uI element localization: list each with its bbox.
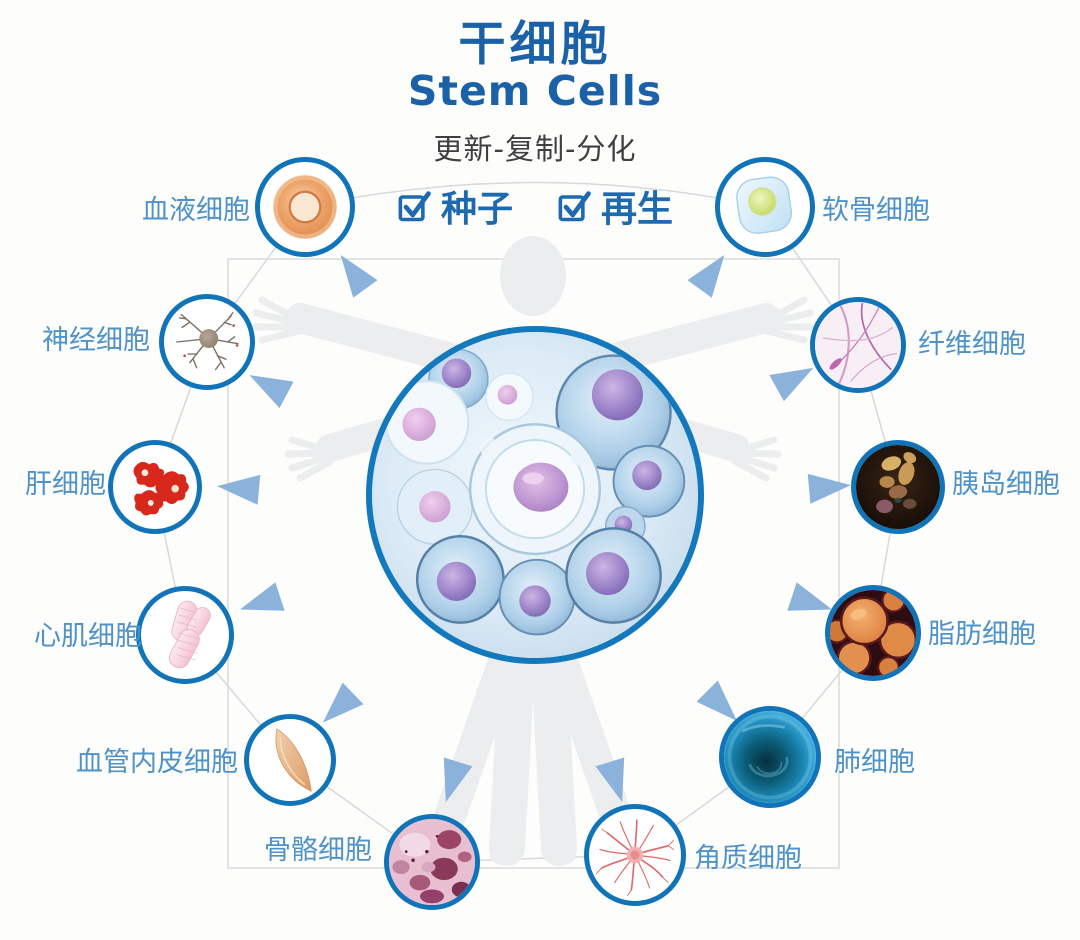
- fiber-cell-image: [810, 297, 906, 393]
- label-blood-cell: 血液细胞: [142, 195, 250, 226]
- arrow-to-nerve: [249, 375, 294, 409]
- islet-cell-image: [851, 440, 945, 534]
- arrow-to-liver: [217, 474, 261, 505]
- cartilage-cell-image: [715, 157, 815, 257]
- cardiac-cell-image: [136, 586, 234, 684]
- arrow-to-blood: [340, 255, 378, 298]
- arrow-to-cartilage: [687, 255, 725, 298]
- label-fiber-cell: 纤维细胞: [918, 329, 1026, 360]
- stem-cell-center-image: [366, 326, 704, 664]
- label-cardiac-cell: 心肌细胞: [34, 621, 142, 652]
- page-title-en: Stem Cells: [407, 67, 663, 116]
- bone-cell-image: [384, 814, 480, 910]
- liver-cell-image: [108, 440, 202, 534]
- arrow-layer: [217, 255, 851, 803]
- label-lung-cell: 肺细胞: [834, 747, 915, 778]
- checkbox-checked-icon: [558, 191, 591, 222]
- subtitle: 更新-复制-分化: [433, 132, 637, 167]
- label-endothelial-cell: 血管内皮细胞: [76, 747, 238, 778]
- checkbox-checked-icon: [398, 191, 431, 222]
- keratin-cell-image: [584, 804, 686, 906]
- feature-regeneration: 再生: [557, 180, 673, 232]
- arrow-to-islet: [807, 473, 851, 504]
- stem-cells-microscopy: [372, 332, 698, 658]
- arrow-to-cardiac: [240, 582, 285, 611]
- arrow-to-bone: [443, 757, 473, 803]
- header: 干细胞 Stem Cells 更新-复制-分化: [408, 20, 662, 168]
- arrow-to-endothelial: [322, 682, 364, 723]
- label-liver-cell: 肝细胞: [25, 469, 106, 500]
- feature-label-seed: 种子: [440, 189, 513, 230]
- arrow-to-keratin: [595, 757, 625, 803]
- arrow-to-lung: [696, 680, 737, 721]
- nerve-cell-image: [159, 294, 255, 390]
- lung-cell-image: [719, 706, 821, 808]
- label-cartilage-cell: 软骨细胞: [822, 195, 930, 226]
- page-title-zh: 干细胞: [458, 17, 612, 72]
- feature-seed: 种子: [397, 180, 513, 232]
- label-islet-cell: 胰岛细胞: [952, 469, 1060, 500]
- fat-cell-image: [825, 585, 921, 681]
- label-nerve-cell: 神经细胞: [42, 325, 150, 356]
- feature-label-regeneration: 再生: [601, 189, 674, 230]
- label-keratin-cell: 角质细胞: [694, 843, 802, 874]
- arrow-to-fat: [787, 582, 832, 611]
- feature-list: 种子 再生: [397, 180, 673, 232]
- blood-cell-image: [255, 157, 355, 257]
- endothelial-cell-image: [244, 714, 336, 806]
- arrow-to-fiber: [769, 367, 814, 402]
- label-bone-cell: 骨骼细胞: [264, 835, 372, 866]
- label-fat-cell: 脂肪细胞: [928, 619, 1036, 650]
